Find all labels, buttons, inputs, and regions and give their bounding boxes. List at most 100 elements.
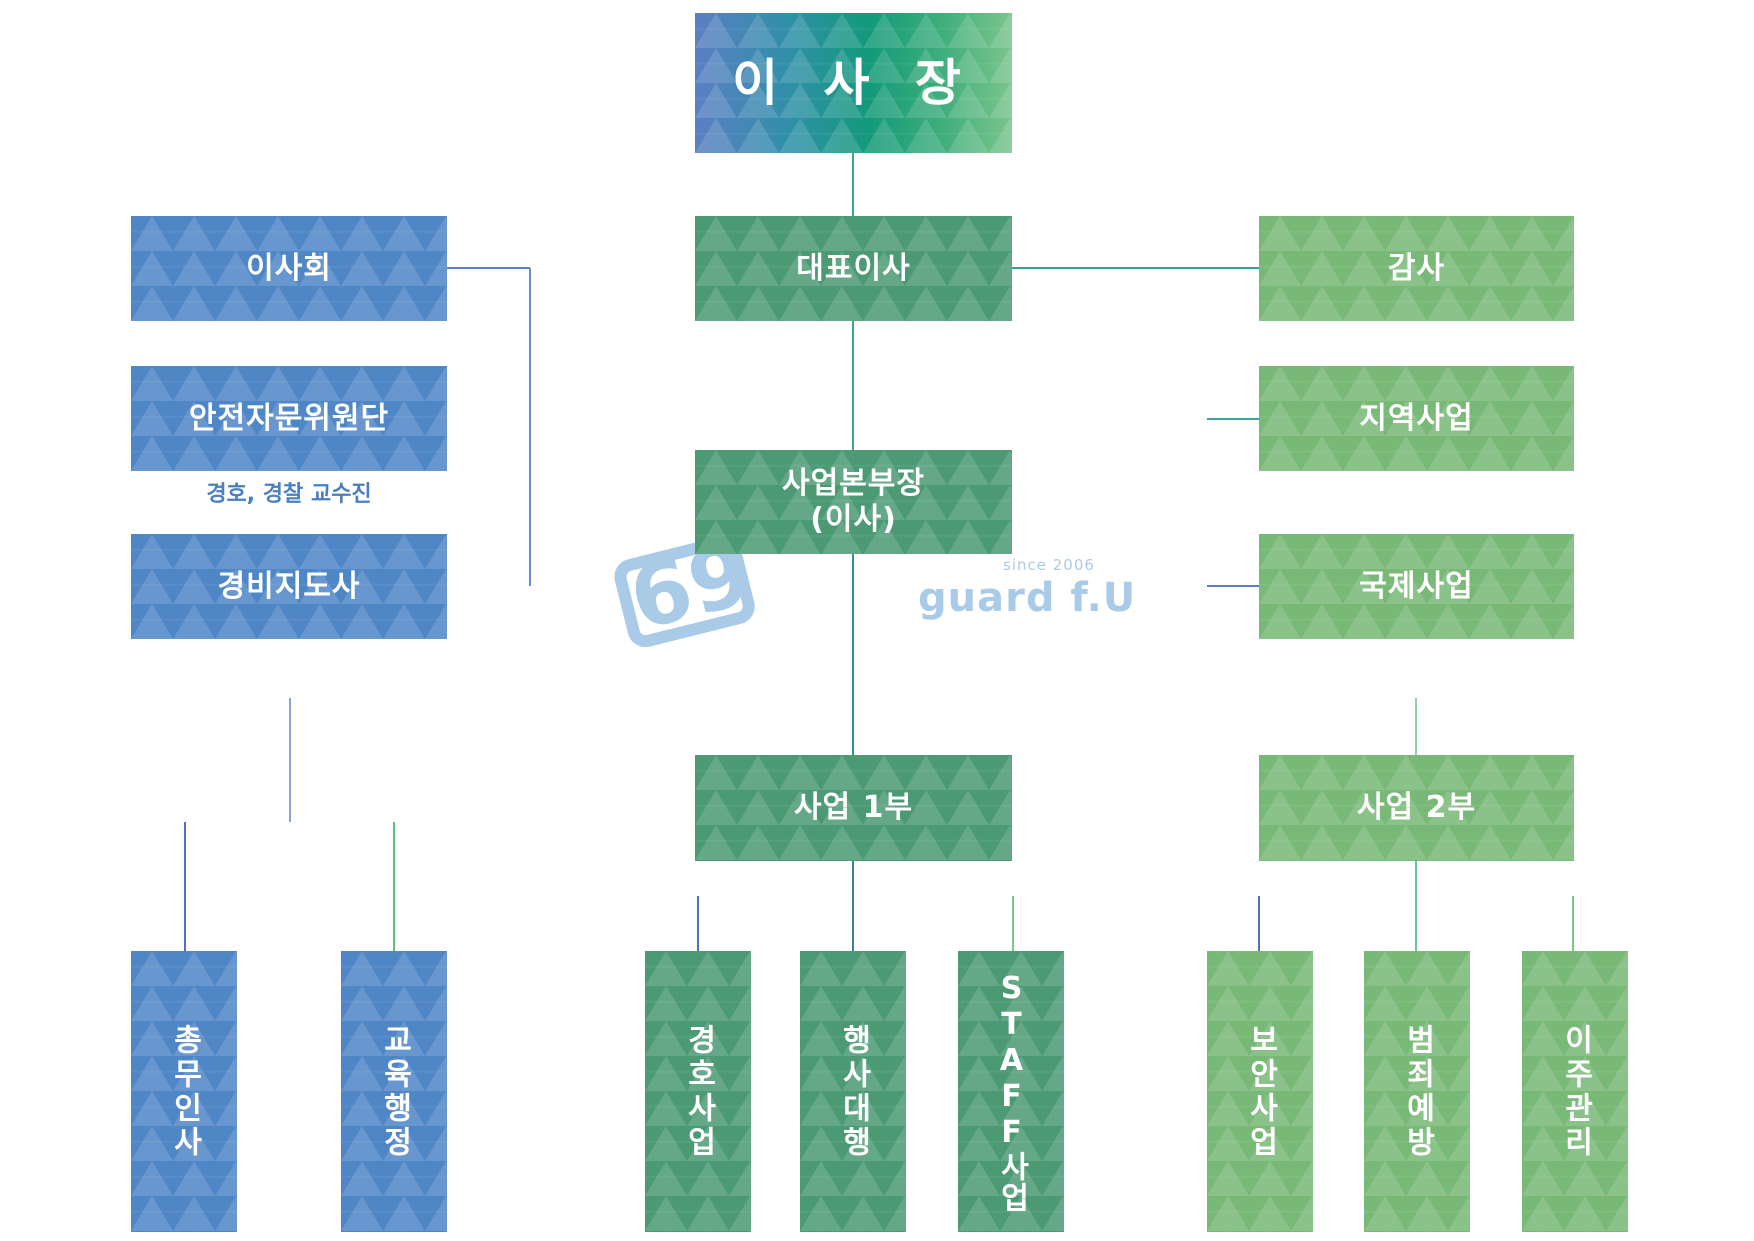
pattern-triangle bbox=[779, 450, 821, 485]
pattern-triangle bbox=[215, 366, 257, 401]
pattern-triangle bbox=[403, 1231, 405, 1232]
pattern-triangle bbox=[445, 1231, 447, 1232]
pattern-band bbox=[1522, 1035, 1628, 1038]
pattern-band bbox=[1259, 450, 1574, 453]
pattern-triangle bbox=[779, 13, 821, 48]
pattern-triangle bbox=[958, 1021, 1000, 1056]
pattern-triangle bbox=[737, 520, 779, 554]
pattern-triangle bbox=[341, 366, 383, 401]
pattern-triangle bbox=[695, 13, 737, 48]
pattern-triangle bbox=[958, 1056, 1000, 1091]
pattern-triangle bbox=[1000, 1161, 1042, 1196]
pattern-triangle bbox=[1522, 1161, 1564, 1196]
node-label: 대표이사 bbox=[796, 250, 911, 286]
pattern-triangle bbox=[729, 1196, 751, 1231]
pattern-triangle bbox=[131, 1056, 173, 1091]
pattern-triangle bbox=[1259, 825, 1301, 860]
pattern-triangle bbox=[1448, 1056, 1470, 1091]
pattern-triangle bbox=[1448, 951, 1470, 986]
pattern-triangle bbox=[947, 825, 989, 860]
pattern-triangle bbox=[1469, 569, 1511, 604]
node-security-instructor: 경비지도사 bbox=[131, 534, 447, 639]
pattern-triangle bbox=[645, 1126, 687, 1161]
pattern-band bbox=[958, 1210, 1064, 1213]
pattern-triangle bbox=[904, 1231, 906, 1232]
pattern-triangle bbox=[425, 534, 447, 569]
pattern-band bbox=[1207, 1070, 1313, 1073]
pattern-triangle bbox=[383, 436, 425, 471]
pattern-triangle bbox=[821, 790, 863, 825]
pattern-triangle bbox=[257, 604, 299, 639]
safety-advisory-note: 경호, 경찰 교수진 bbox=[206, 482, 372, 507]
pattern-triangle bbox=[989, 755, 1012, 790]
pattern-triangle bbox=[1448, 1196, 1470, 1231]
pattern-triangle bbox=[299, 534, 341, 569]
pattern-triangle bbox=[131, 1091, 173, 1126]
pattern-triangle bbox=[1269, 1231, 1271, 1232]
pattern-triangle bbox=[905, 755, 947, 790]
pattern-triangle bbox=[799, 860, 801, 861]
pattern-triangle bbox=[1207, 1126, 1249, 1161]
pattern-triangle bbox=[1469, 534, 1511, 569]
pattern-triangle bbox=[1406, 1056, 1448, 1091]
pattern-triangle bbox=[1259, 366, 1301, 401]
pattern-triangle bbox=[737, 118, 779, 153]
pattern-triangle bbox=[989, 286, 1012, 321]
pattern-band bbox=[131, 1210, 237, 1213]
pattern-triangle bbox=[1553, 216, 1574, 251]
pattern-band bbox=[1259, 300, 1574, 303]
pattern-triangle bbox=[645, 986, 687, 1021]
pattern-triangle bbox=[905, 13, 947, 48]
node-label: 안전자문위원단 bbox=[188, 400, 390, 436]
pattern-triangle bbox=[1469, 790, 1511, 825]
node-escort-business: 경호사업 bbox=[645, 951, 751, 1232]
pattern-band bbox=[958, 1035, 1064, 1038]
pattern-band bbox=[695, 769, 1012, 772]
pattern-triangle bbox=[1427, 790, 1469, 825]
pattern-triangle bbox=[729, 951, 751, 986]
pattern-triangle bbox=[1301, 366, 1343, 401]
pattern-band bbox=[131, 583, 447, 586]
pattern-band bbox=[341, 1105, 447, 1108]
pattern-triangle bbox=[1511, 604, 1553, 639]
node-label: 사업 2부 bbox=[1356, 790, 1477, 825]
pattern-band bbox=[1364, 1210, 1470, 1213]
pattern-triangle bbox=[1564, 1056, 1606, 1091]
pattern-triangle bbox=[383, 366, 425, 401]
pattern-triangle bbox=[779, 485, 821, 520]
pattern-triangle bbox=[341, 401, 383, 436]
pattern-triangle bbox=[905, 83, 947, 118]
pattern-triangle bbox=[173, 1021, 215, 1056]
pattern-triangle bbox=[1343, 401, 1385, 436]
pattern-triangle bbox=[1553, 534, 1574, 569]
pattern-triangle bbox=[1522, 1056, 1564, 1091]
pattern-triangle bbox=[257, 286, 299, 321]
pattern-triangle bbox=[131, 1161, 173, 1196]
pattern-triangle bbox=[257, 366, 299, 401]
pattern-triangle bbox=[341, 1196, 383, 1231]
pattern-triangle bbox=[215, 534, 257, 569]
node-ceo: 대표이사 bbox=[695, 216, 1012, 321]
pattern-triangle bbox=[215, 951, 237, 986]
pattern-triangle bbox=[131, 1196, 173, 1231]
pattern-triangle bbox=[1511, 366, 1553, 401]
pattern-triangle bbox=[695, 83, 737, 118]
pattern-triangle bbox=[989, 13, 1012, 48]
node-label-line1: 사업본부장 bbox=[782, 466, 925, 501]
pattern-triangle bbox=[821, 251, 863, 286]
pattern-triangle bbox=[905, 450, 947, 485]
pattern-band bbox=[695, 499, 1012, 502]
pattern-triangle bbox=[863, 485, 905, 520]
pattern-band bbox=[341, 1175, 447, 1178]
pattern-triangle bbox=[989, 520, 1012, 554]
pattern-band bbox=[1259, 618, 1574, 621]
node-event-agency: 행사대행 bbox=[800, 951, 906, 1232]
pattern-triangle bbox=[695, 790, 737, 825]
pattern-triangle bbox=[989, 485, 1012, 520]
pattern-band bbox=[131, 1105, 237, 1108]
pattern-triangle bbox=[1427, 251, 1469, 286]
pattern-triangle bbox=[425, 986, 447, 1021]
pattern-triangle bbox=[383, 1021, 425, 1056]
node-label: 이주관리 bbox=[1558, 1023, 1593, 1160]
pattern-triangle bbox=[821, 286, 863, 321]
